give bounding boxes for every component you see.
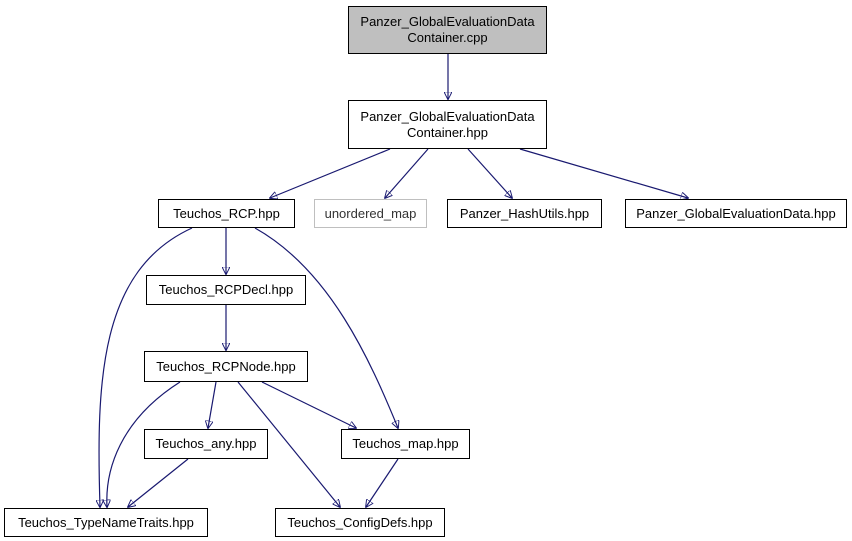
node-label: Teuchos_TypeNameTraits.hpp	[18, 514, 194, 530]
edge-rcpnode-to-any	[208, 381, 217, 428]
node-teuchos-typenametraits[interactable]: Teuchos_TypeNameTraits.hpp	[4, 508, 208, 537]
edge-map-to-configdefs	[366, 458, 399, 507]
node-label: Teuchos_RCPNode.hpp	[156, 358, 296, 374]
edge-rcpnode-to-map	[261, 381, 356, 428]
node-panzer-gedc-hpp[interactable]: Panzer_GlobalEvaluationData Container.hp…	[348, 100, 547, 149]
node-label: Panzer_GlobalEvaluationData Container.hp…	[360, 108, 535, 140]
node-label: Teuchos_any.hpp	[155, 436, 257, 451]
node-teuchos-configdefs[interactable]: Teuchos_ConfigDefs.hpp	[275, 508, 445, 537]
edge-hpp-to-teuchos-rcp	[270, 148, 391, 198]
edge-rcpnode-to-configdefs	[237, 381, 340, 507]
node-label: Teuchos_RCPDecl.hpp	[158, 282, 294, 297]
edge-hpp-to-ged	[519, 148, 688, 198]
node-label: Teuchos_map.hpp	[352, 436, 459, 451]
node-teuchos-any[interactable]: Teuchos_any.hpp	[144, 429, 268, 459]
node-panzer-gedc-cpp[interactable]: Panzer_GlobalEvaluationData Container.cp…	[348, 6, 547, 54]
node-teuchos-rcpdecl[interactable]: Teuchos_RCPDecl.hpp	[146, 275, 306, 305]
node-label: Panzer_GlobalEvaluationData Container.cp…	[360, 14, 535, 45]
node-teuchos-rcpnode[interactable]: Teuchos_RCPNode.hpp	[144, 351, 308, 382]
node-label: Teuchos_RCP.hpp	[173, 205, 280, 221]
edge-hpp-to-hashutils	[467, 148, 512, 198]
edge-hpp-to-unordered-map	[385, 148, 429, 198]
node-teuchos-rcp[interactable]: Teuchos_RCP.hpp	[158, 199, 295, 228]
node-label: Teuchos_ConfigDefs.hpp	[287, 514, 433, 530]
node-teuchos-map[interactable]: Teuchos_map.hpp	[341, 429, 470, 459]
edge-any-to-typenametraits	[128, 458, 189, 507]
node-panzer-hashutils[interactable]: Panzer_HashUtils.hpp	[447, 199, 602, 228]
node-unordered-map[interactable]: unordered_map	[314, 199, 427, 228]
node-panzer-ged[interactable]: Panzer_GlobalEvaluationData.hpp	[625, 199, 847, 228]
node-label: Panzer_GlobalEvaluationData.hpp	[636, 205, 836, 221]
edge-rcp-to-map	[254, 227, 398, 428]
node-label: unordered_map	[324, 205, 417, 221]
edge-rcpnode-to-typenametraits	[107, 381, 181, 507]
edge-rcp-to-typenametraits	[99, 227, 193, 507]
node-label: Panzer_HashUtils.hpp	[459, 205, 590, 221]
